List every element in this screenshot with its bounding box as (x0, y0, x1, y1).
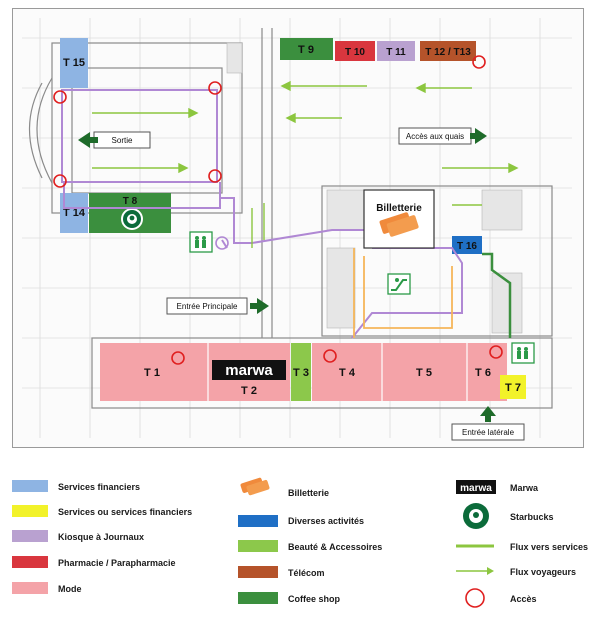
legend-swatch-services (12, 505, 48, 517)
elevator-icon[interactable] (189, 231, 213, 253)
legend-swatch-coffee (238, 592, 278, 604)
access-point[interactable] (323, 349, 337, 363)
acces-quais-sign[interactable]: Accès aux quais (398, 127, 472, 145)
access-point[interactable] (53, 174, 67, 188)
ticket-icon (379, 212, 419, 237)
legend-marwa: Marwa (510, 483, 539, 493)
legend-kiosk: Kiosque à Journaux (58, 532, 144, 542)
legend-flow-services: Flux vers services (510, 542, 588, 552)
tile-t5[interactable] (382, 343, 467, 401)
legend-financial: Services financiers (58, 482, 140, 492)
tile-t9[interactable] (280, 38, 333, 60)
tile-t8-label: T 8 (123, 196, 138, 207)
svg-text:Entrée latérale: Entrée latérale (462, 428, 515, 437)
legend-swatch-telecom (238, 566, 278, 578)
service-flow-arrows (92, 80, 519, 248)
svg-text:Accès aux quais: Accès aux quais (406, 132, 464, 141)
tile-t11-label: T 11 (386, 47, 406, 58)
legend-billetterie: Billetterie (288, 488, 329, 498)
tile-t6-label: T 6 (475, 367, 491, 379)
tile-t7[interactable] (500, 375, 526, 399)
tile-t10[interactable] (335, 41, 375, 61)
tile-t11[interactable] (377, 41, 415, 61)
tile-t3[interactable] (291, 343, 311, 401)
legend-various: Diverses activités (288, 516, 364, 526)
service-flow-line (482, 252, 512, 338)
tile-t14-label: T 14 (63, 207, 86, 219)
elevator-icon[interactable] (511, 342, 535, 364)
access-point[interactable] (472, 55, 486, 69)
main-entrance-arrow-icon (250, 298, 269, 314)
ticket-icon (240, 477, 270, 496)
tile-t12-t13-label: T 12 / T13 (425, 47, 471, 58)
legend-swatch-kiosk (12, 530, 48, 542)
legend-flow-travelers: Flux voyageurs (510, 567, 576, 577)
legend-mode: Mode (58, 584, 82, 594)
tile-t16[interactable] (452, 236, 482, 254)
legend-beauty: Beauté & Accessoires (288, 542, 382, 552)
entree-principale-sign[interactable]: Entrée Principale (166, 297, 248, 315)
legend-swatch-flow-travelers (456, 567, 494, 575)
tile-t15[interactable] (60, 38, 88, 88)
tile-t2-label: T 2 (241, 385, 257, 397)
access-point[interactable] (489, 345, 503, 359)
floor-plan: T 15 T 14 T 8 T 9 T 10 T 11 T 12 / T13 T… (12, 8, 584, 448)
tile-t12-t13[interactable] (420, 41, 476, 61)
legend-telecom: Télécom (288, 568, 325, 578)
legend-swatch-financial (12, 480, 48, 492)
svg-text:marwa: marwa (225, 362, 273, 379)
billetterie-label: Billetterie (376, 203, 422, 214)
tile-t5-label: T 5 (416, 367, 432, 379)
structural-blocks (226, 42, 523, 334)
entree-laterale-sign[interactable]: Entrée latérale (451, 423, 525, 441)
sortie-sign[interactable]: Sortie (93, 131, 151, 149)
tile-t4-label: T 4 (339, 367, 356, 379)
exit-arrow-icon (78, 132, 98, 148)
tile-t3-label: T 3 (293, 367, 309, 379)
legend-swatch-beauty (238, 540, 278, 552)
tile-t4[interactable] (312, 343, 382, 401)
legend: Services financiers Services ou services… (12, 477, 588, 608)
access-point-icon (465, 588, 485, 608)
tile-t10-label: T 10 (345, 47, 365, 58)
starbucks-logo-icon (463, 503, 489, 529)
legend-coffee: Coffee shop (288, 594, 341, 604)
marwa-logo-icon: marwa (212, 360, 286, 380)
access-points (53, 55, 503, 365)
side-entrance-arrow-icon (480, 406, 496, 422)
tile-t7-label: T 7 (505, 382, 521, 394)
legend-swatch-various (238, 515, 278, 527)
tile-t16-label: T 16 (457, 241, 477, 252)
access-point[interactable] (208, 81, 222, 95)
tile-t9-label: T 9 (298, 44, 314, 56)
legend-starbucks: Starbucks (510, 512, 554, 522)
tile-t15-label: T 15 (63, 57, 85, 69)
starbucks-logo-icon (121, 208, 143, 230)
svg-text:Entrée Principale: Entrée Principale (177, 302, 238, 311)
escalator-icon[interactable] (387, 273, 411, 295)
access-point[interactable] (208, 169, 222, 183)
svg-text:marwa: marwa (460, 483, 492, 494)
ticket-flow-paths (353, 248, 453, 338)
legend-services: Services ou services financiers (58, 507, 192, 517)
legend-pharmacy: Pharmacie / Parapharmacie (58, 558, 176, 568)
access-point[interactable] (53, 90, 67, 104)
marwa-logo-icon: marwa (456, 480, 496, 494)
svg-text:Sortie: Sortie (112, 136, 133, 145)
legend-swatch-mode (12, 582, 48, 594)
tile-t1-label: T 1 (144, 367, 160, 379)
tile-t1[interactable] (100, 343, 208, 401)
legend-access: Accès (510, 594, 537, 604)
access-point[interactable] (171, 351, 185, 365)
quais-arrow-icon (470, 128, 487, 144)
tile-dividers (207, 343, 468, 401)
legend-swatch-pharmacy (12, 556, 48, 568)
